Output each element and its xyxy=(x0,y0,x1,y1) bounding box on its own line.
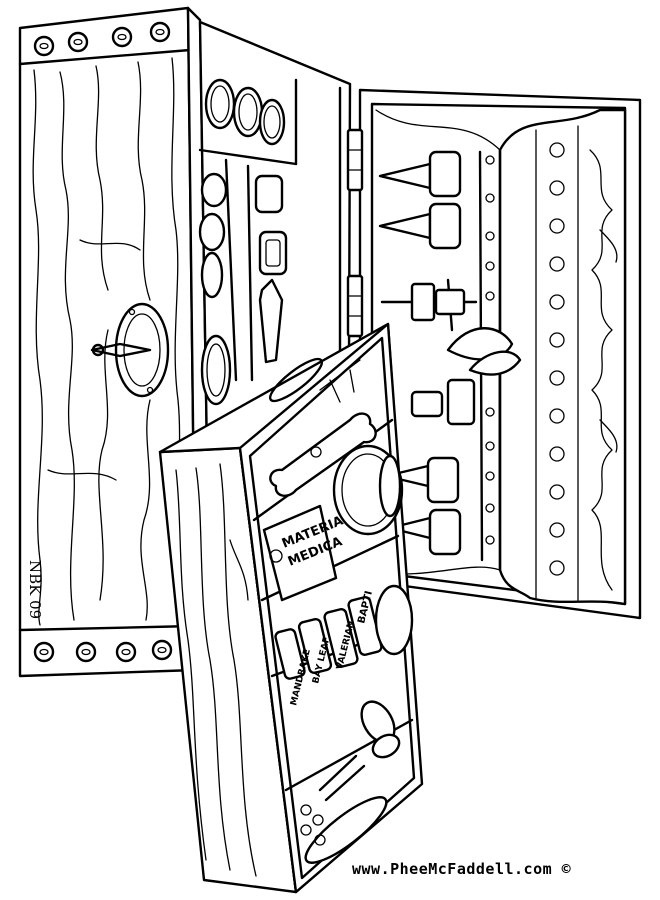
artist-signature: NBK 09 xyxy=(26,560,44,619)
hanging-tools xyxy=(410,327,522,426)
vial-rack xyxy=(485,155,495,545)
front-door-grain xyxy=(175,463,257,877)
main-cabinet xyxy=(346,88,642,620)
tapestry-pattern xyxy=(535,125,618,601)
herb-bundle xyxy=(380,278,478,332)
left-door: NBK 09 xyxy=(18,6,198,678)
scissors xyxy=(318,700,401,802)
mixing-bowl xyxy=(332,444,404,536)
door-studs-bottom xyxy=(33,639,173,663)
website-credit: www.PheeMcFaddell.com © xyxy=(352,860,572,878)
labeled-jars: BAPTI VALERIAN BAY LEAF MANDRAKE xyxy=(274,584,414,707)
hanging-bottles xyxy=(198,172,288,406)
front-shelf-door: MATERIA MEDICA BAPTI VALERIAN BAY LEAF M… xyxy=(158,322,424,894)
bones xyxy=(269,359,377,497)
hinges xyxy=(346,128,364,338)
spice-tins xyxy=(204,78,286,146)
materia-medica-book: MATERIA MEDICA xyxy=(262,504,345,602)
lock-plate xyxy=(90,302,170,398)
horns xyxy=(378,150,462,556)
bottom-tray xyxy=(300,796,388,864)
door-studs-top xyxy=(33,21,171,57)
